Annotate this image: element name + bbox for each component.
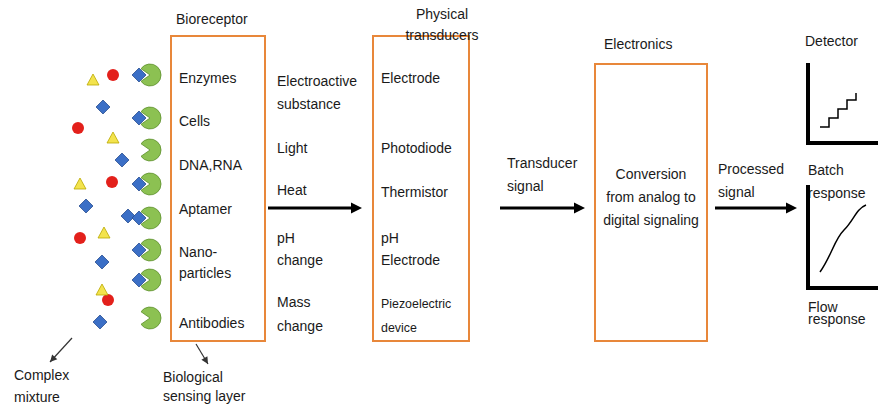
analyte-diamond xyxy=(95,255,109,269)
analyte-diamond xyxy=(93,315,107,329)
electronics-box: ElectronicsConversion from analog to dig… xyxy=(594,63,708,342)
annotation-label: pH change xyxy=(277,227,329,271)
node-text: Batch response xyxy=(808,159,870,205)
leader-arrowhead xyxy=(201,356,208,364)
leader-line xyxy=(50,338,72,362)
transducer-box: Physical transducersElectrodePhotodiodeT… xyxy=(372,35,470,342)
node-heading: Physical transducers xyxy=(392,4,492,46)
receptor-symbol xyxy=(141,207,161,229)
leader-line xyxy=(196,344,208,364)
annotation-label: Heat xyxy=(277,181,307,199)
analyte-diamond xyxy=(96,100,110,114)
node-text: pH Electrode xyxy=(381,227,456,271)
receptor-symbol xyxy=(141,307,161,329)
arrowhead xyxy=(574,203,585,214)
node-text: Cells xyxy=(179,112,210,130)
arrowhead xyxy=(786,203,797,214)
edge-label: Processed signal xyxy=(718,158,793,204)
node-text: Conversion from analog to digital signal… xyxy=(601,163,701,232)
arrow-shaft xyxy=(715,207,788,210)
analyte-triangle xyxy=(96,284,108,295)
analyte-triangle xyxy=(74,178,86,189)
node-text: Antibodies xyxy=(179,314,244,332)
analyte-triangle xyxy=(98,227,110,238)
plot-axes xyxy=(806,185,878,290)
leader-arrowhead xyxy=(50,354,57,362)
node-text: Enzymes xyxy=(179,69,237,87)
node-text: Thermistor xyxy=(381,183,448,201)
node-text: Photodiode xyxy=(381,139,452,157)
signal-arrow xyxy=(500,203,585,214)
node-text: Aptamer xyxy=(179,200,232,218)
analyte-circle xyxy=(102,294,114,306)
receptor-symbol xyxy=(141,64,161,86)
bioreceptor-box: BioreceptorEnzymesCellsDNA,RNAAptamerNan… xyxy=(170,35,266,342)
receptor-symbol xyxy=(141,107,161,129)
flow-plot: Flow response xyxy=(806,185,878,290)
detector-group: DetectorBatch responseFlow response xyxy=(797,30,883,342)
node-heading: Bioreceptor xyxy=(176,10,296,28)
annotation-label: Electroactive substance xyxy=(277,70,369,116)
annotation-label: Complex mixture xyxy=(14,364,86,408)
receptor-symbol xyxy=(141,173,161,195)
node-text: Detector xyxy=(805,32,881,50)
analyte-circle xyxy=(74,232,86,244)
arrow-shaft xyxy=(268,207,353,210)
analyte-circle xyxy=(72,122,84,134)
analyte-circle xyxy=(106,176,118,188)
axis-line xyxy=(808,63,878,143)
analyte-triangle xyxy=(87,74,99,85)
node-heading: Electronics xyxy=(604,35,714,53)
node-text: Piezoelectric device xyxy=(381,292,469,340)
edge-label: Transducer signal xyxy=(507,152,592,198)
node-text: DNA,RNA xyxy=(179,156,242,174)
arrowhead xyxy=(351,203,362,214)
receptor-symbol xyxy=(141,239,161,261)
signal-arrow xyxy=(715,203,797,214)
analyte-diamond xyxy=(79,199,93,213)
node-text: Nano-particles xyxy=(179,242,259,284)
receptor-symbol xyxy=(141,269,161,291)
analyte-triangle xyxy=(107,132,119,143)
node-text: Flow response xyxy=(808,301,874,325)
signal-arrow xyxy=(268,203,362,214)
annotation-label: Biological sensing layer xyxy=(163,368,259,406)
node-text: Electrode xyxy=(381,69,440,87)
axis-line xyxy=(808,185,878,288)
arrow-shaft xyxy=(500,207,576,210)
flow-curve xyxy=(820,205,866,272)
batch-plot: Batch response xyxy=(806,63,878,145)
analyte-diamond xyxy=(115,153,129,167)
step-curve xyxy=(820,93,856,127)
annotation-label: Light xyxy=(277,139,307,157)
receptor-symbol xyxy=(141,139,161,161)
plot-axes xyxy=(806,63,878,145)
analyte-diamond xyxy=(121,209,135,223)
analyte-circle xyxy=(107,69,119,81)
annotation-label: Mass change xyxy=(277,290,329,338)
